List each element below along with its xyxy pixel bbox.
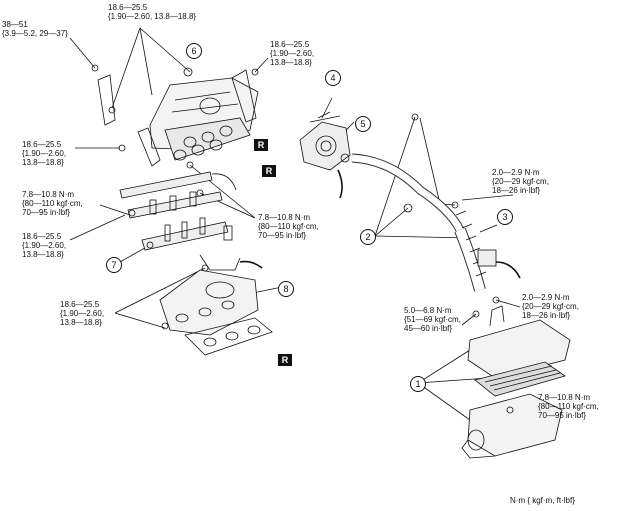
torque-label-9: 2.0—2.9 N·m {20—29 kgf·cm, 18—26 in·lbf}	[492, 168, 549, 195]
replace-marker-1: R	[254, 139, 268, 151]
callout-7: 7	[106, 257, 122, 273]
torque-label-2: 18.6—25.5 {1.90—2.60, 13.8—18.8}	[108, 3, 197, 21]
torque-label-5: 7.8—10.8 N·m {80—110 kgf·cm, 70—95 in·lb…	[22, 190, 83, 217]
torque-label-11: 5.0—6.8 N·m {51—69 kgf·cm, 45—60 in·lbf}	[404, 306, 461, 333]
torque-label-10: 2.0—2.9 N·m {20—29 kgf·cm, 18—26 in·lbf}	[522, 293, 579, 320]
callout-4: 4	[325, 70, 341, 86]
callout-6: 6	[186, 43, 202, 59]
callout-5: 5	[355, 116, 371, 132]
callout-2: 2	[360, 229, 376, 245]
callout-8: 8	[278, 281, 294, 297]
torque-label-8: 18.6—25.5 {1.90—2.60, 13.8—18.8}	[60, 300, 105, 327]
torque-label-1: 38—51 {3.9—5.2, 29—37}	[2, 20, 68, 38]
torque-label-4: 18.6—25.5 {1.90—2.60, 13.8—18.8}	[22, 140, 67, 167]
replace-marker-2: R	[262, 165, 276, 177]
torque-label-12: 7.8—10.8 N·m {80—110 kgf·cm, 70—95 in·lb…	[538, 393, 599, 420]
callout-1: 1	[410, 376, 426, 392]
units-note: N·m { kgf·m, ft·lbf}	[510, 496, 575, 505]
callout-3: 3	[497, 209, 513, 225]
replace-marker-3: R	[278, 354, 292, 366]
torque-label-6: 18.6—25.5 {1.90—2.60, 13.8—18.8}	[22, 232, 67, 259]
torque-label-3: 18.6—25.5 {1.90—2.60, 13.8—18.8}	[270, 40, 315, 67]
torque-label-7: 7.8—10.8 N·m {80—110 kgf·cm, 70—95 in·lb…	[258, 213, 319, 240]
